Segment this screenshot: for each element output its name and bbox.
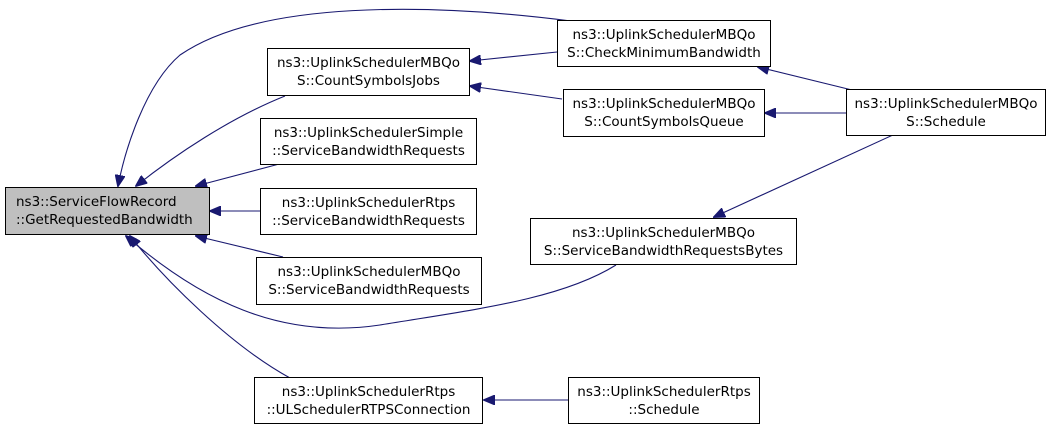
node-line-1: ns3::UplinkSchedulerMBQo bbox=[572, 224, 755, 241]
edge-root-mbqos-sbr bbox=[196, 236, 284, 258]
node-line-1: ns3::UplinkSchedulerRtps bbox=[577, 383, 751, 400]
node-line-2: S::ServiceBandwidthRequests bbox=[268, 282, 470, 298]
node-simple-service-bandwidth-requests[interactable]: ns3::UplinkSchedulerSimple ::ServiceBand… bbox=[260, 118, 477, 165]
node-line-1: ns3::UplinkSchedulerRtps bbox=[281, 194, 456, 211]
node-line-1: ns3::UplinkSchedulerMBQo bbox=[277, 264, 461, 280]
edge-sbr-bytes-schedule bbox=[714, 133, 896, 217]
edge-jobs-check-min-bw bbox=[470, 51, 558, 61]
node-line-1: ns3::UplinkSchedulerMBQo bbox=[572, 26, 756, 43]
node-line-2: ::ServiceBandwidthRequests bbox=[272, 142, 465, 159]
node-line-2: S::CountSymbolsJobs bbox=[297, 73, 440, 89]
node-line-1: ns3::UplinkSchedulerMBQo bbox=[277, 55, 460, 71]
edge-jobs-count-symbols-queue bbox=[470, 86, 563, 100]
node-mbqos-service-bandwidth-requests-bytes[interactable]: ns3::UplinkSchedulerMBQo S::ServiceBandw… bbox=[530, 218, 797, 265]
node-rtps-service-bandwidth-requests[interactable]: ns3::UplinkSchedulerRtps ::ServiceBandwi… bbox=[260, 188, 477, 235]
node-line-2: ::Schedule bbox=[628, 401, 700, 418]
node-line-1: ns3::UplinkSchedulerMBQo bbox=[572, 96, 756, 112]
node-line-2: ::GetRequestedBandwidth bbox=[16, 212, 193, 228]
node-line-2: S::ServiceBandwidthRequestsBytes bbox=[543, 242, 784, 259]
edge-root-simple-sbr bbox=[196, 162, 284, 186]
node-line-1: ns3::ServiceFlowRecord bbox=[16, 194, 177, 210]
node-line-2: S::Schedule bbox=[906, 113, 986, 130]
node-mbqos-service-bandwidth-requests[interactable]: ns3::UplinkSchedulerMBQo S::ServiceBandw… bbox=[256, 257, 482, 305]
node-service-flow-record-get-requested-bandwidth: ns3::ServiceFlowRecord ::GetRequestedBan… bbox=[5, 187, 210, 235]
node-rtps-schedule[interactable]: ns3::UplinkSchedulerRtps ::Schedule bbox=[568, 377, 760, 424]
node-mbqos-count-symbols-jobs[interactable]: ns3::UplinkSchedulerMBQo S::CountSymbols… bbox=[267, 48, 470, 96]
node-mbqos-check-minimum-bandwidth[interactable]: ns3::UplinkSchedulerMBQo S::CheckMinimum… bbox=[557, 20, 771, 67]
node-line-1: ns3::UplinkSchedulerSimple bbox=[273, 124, 464, 141]
node-line-1: ns3::UplinkSchedulerMBQo bbox=[854, 95, 1038, 112]
node-line-1: ns3::UplinkSchedulerRtps bbox=[281, 383, 456, 400]
node-line-2: S::CountSymbolsQueue bbox=[584, 114, 744, 130]
node-line-2: ::ULSchedulerRTPSConnection bbox=[266, 401, 471, 418]
node-mbqos-schedule[interactable]: ns3::UplinkSchedulerMBQo S::Schedule bbox=[846, 89, 1046, 136]
edge-check-min-bw-schedule bbox=[758, 67, 853, 91]
node-line-2: S::CheckMinimumBandwidth bbox=[567, 44, 761, 61]
edge-root-sbr-bytes bbox=[126, 236, 617, 329]
node-rtps-ul-scheduler-rtps-connection[interactable]: ns3::UplinkSchedulerRtps ::ULSchedulerRT… bbox=[254, 377, 483, 424]
edge-root-rtps-ulconn bbox=[130, 236, 291, 379]
edge-root-count-symbols-jobs bbox=[136, 95, 286, 186]
node-line-2: ::ServiceBandwidthRequests bbox=[272, 212, 465, 229]
edge-root-check-min-bw bbox=[118, 8, 572, 186]
node-mbqos-count-symbols-queue[interactable]: ns3::UplinkSchedulerMBQo S::CountSymbols… bbox=[563, 89, 765, 137]
